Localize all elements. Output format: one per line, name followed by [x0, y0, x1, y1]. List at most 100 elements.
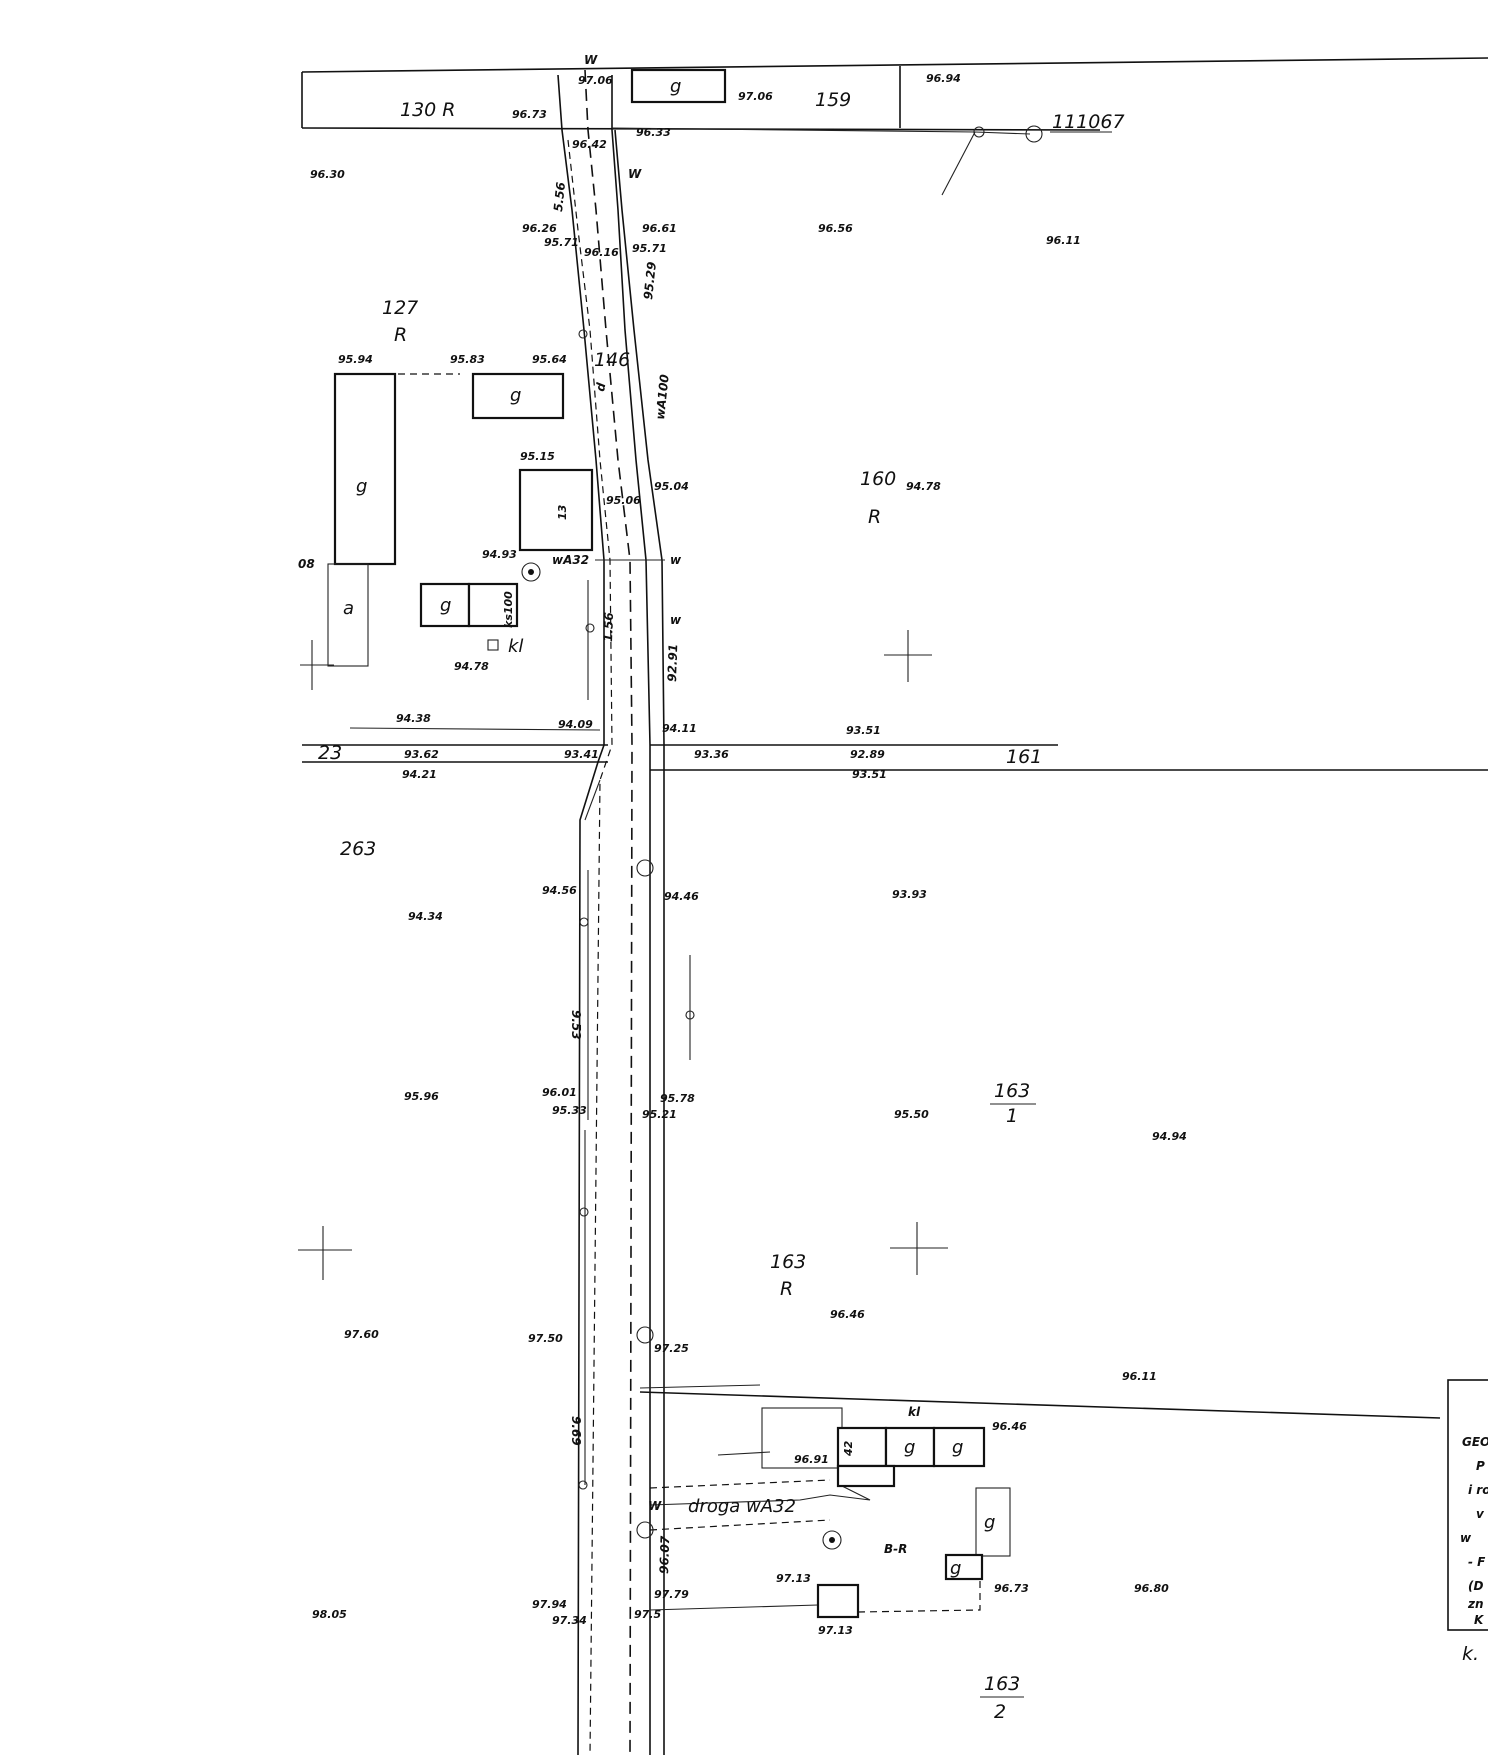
height-9351: 93.51: [846, 724, 881, 737]
parcel-boundaries: [301, 57, 1488, 1419]
parcel-08: 08: [298, 557, 315, 571]
legend-line-5: w: [1460, 1531, 1472, 1545]
legend-line-9: K: [1474, 1613, 1485, 1627]
height-9642: 96.42: [572, 138, 607, 151]
height-9694: 96.94: [926, 72, 961, 85]
label-g-tiny: g: [950, 1558, 961, 1579]
label-w-1: W: [628, 167, 642, 181]
label-ks100: ks100: [502, 591, 515, 628]
height-9611b: 96.11: [1122, 1370, 1157, 1383]
parcel-163-1-num: 163: [994, 1080, 1030, 1102]
height-9438: 94.38: [396, 712, 431, 725]
utility-labels: wA100 wA32 W W w w W d 5.56 95.29 92.91 …: [551, 53, 682, 1574]
building-g-mid: [471, 372, 565, 420]
height-9779: 97.79: [654, 1588, 689, 1601]
ref-111067: 111067: [1052, 111, 1125, 133]
label-g-mid: g: [510, 385, 521, 406]
well-icon: [822, 1530, 842, 1550]
height-9691: 96.91: [794, 1453, 829, 1466]
height-9661: 96.61: [642, 222, 677, 235]
height-975: 97.5: [634, 1608, 661, 1621]
height-9478a: 94.78: [906, 480, 941, 493]
building-g-large: [333, 372, 397, 566]
parcel-163-1-den: 1: [1006, 1105, 1018, 1127]
label-kl-top: kl: [508, 636, 523, 657]
label-b-r: B-R: [884, 1542, 907, 1556]
height-9564: 95.64: [532, 353, 567, 366]
building-a: [327, 563, 369, 667]
parcel-163: 163: [770, 1251, 806, 1273]
height-9633: 96.33: [636, 126, 671, 139]
label-g-bottom2: g: [952, 1437, 963, 1458]
height-9393: 93.93: [892, 888, 927, 901]
height-9289: 92.89: [850, 748, 885, 761]
building-ks100: [467, 582, 519, 628]
parcel-163-2-num: 163: [984, 1673, 1020, 1695]
height-9409: 94.09: [558, 718, 593, 731]
height-9515: 95.15: [520, 450, 555, 463]
height-9630: 96.30: [310, 168, 345, 181]
utility-lines: [349, 127, 1031, 1611]
building-labels: g g g g a kl ks100 13 g g 42 g g kl drog…: [343, 76, 995, 1579]
height-9750: 97.50: [528, 1332, 563, 1345]
parcel-159: 159: [815, 89, 851, 111]
label-len-9607: 96.07: [657, 1535, 672, 1574]
legend-sign: k.: [1462, 1643, 1479, 1665]
building-g-top: [630, 68, 727, 104]
height-9336: 93.36: [694, 748, 729, 761]
height-9706b: 97.06: [738, 90, 773, 103]
label-droga: droga wA32: [688, 1496, 796, 1517]
parcel-127: 127: [382, 297, 418, 319]
valve-icon: [973, 126, 985, 138]
parcel-130: 130 R: [400, 99, 456, 121]
hydrant-icon: [1025, 125, 1043, 143]
label-len-953: 9.53: [569, 1010, 583, 1040]
label-len-556: 5.56: [551, 181, 568, 212]
height-9571a: 95.71: [544, 236, 579, 249]
building-g-bottom2: [932, 1426, 986, 1468]
height-9805: 98.05: [312, 1608, 347, 1621]
height-9596: 95.96: [404, 1090, 439, 1103]
label-a: a: [343, 598, 354, 619]
height-9446: 94.46: [664, 890, 699, 903]
height-9494: 94.94: [1152, 1130, 1187, 1143]
legend-line-1: GEO: [1462, 1435, 1488, 1449]
height-9578: 95.78: [660, 1092, 695, 1105]
height-9646b: 96.46: [992, 1420, 1027, 1433]
height-9673b: 96.73: [994, 1582, 1029, 1595]
markers: [298, 125, 1043, 1550]
height-9583: 95.83: [450, 353, 485, 366]
label-len-9529: 95.29: [641, 261, 659, 300]
legend-line-6: - F: [1468, 1555, 1486, 1569]
height-9421: 94.21: [402, 768, 437, 781]
label-len-156: 1.56: [601, 612, 616, 642]
building-triangle: [836, 1464, 896, 1488]
height-9713b: 97.13: [818, 1624, 853, 1637]
label-g-top: g: [670, 76, 681, 97]
height-9616: 96.16: [584, 246, 619, 259]
label-w-2: w: [670, 553, 682, 567]
parcel-labels: 130 R 159 127 R 146 160 R 23 161 263 163…: [298, 89, 1125, 1723]
legend-line-4: v: [1476, 1507, 1485, 1521]
label-len-9291: 92.91: [665, 644, 680, 682]
label-wa100: wA100: [653, 374, 672, 421]
label-w-3: w: [670, 613, 682, 627]
building-bottom-small: [816, 1583, 860, 1619]
label-42: 42: [842, 1440, 855, 1457]
height-9713: 97.13: [776, 1572, 811, 1585]
legend-box: GEO P i ro v w - F (D zn K k.: [1447, 1379, 1488, 1665]
height-9493: 94.93: [482, 548, 517, 561]
height-9478b: 94.78: [454, 660, 489, 673]
parcel-23: 23: [318, 742, 342, 764]
height-9626: 96.26: [522, 222, 557, 235]
height-9533: 95.33: [552, 1104, 587, 1117]
building-13: [518, 468, 594, 552]
buildings: [327, 68, 1011, 1619]
label-g-small: g: [440, 595, 451, 616]
height-9550: 95.50: [894, 1108, 929, 1121]
parcel-263: 263: [340, 838, 376, 860]
well-icon: [521, 562, 541, 582]
height-9706a: 97.06: [578, 74, 613, 87]
height-9680: 96.80: [1134, 1582, 1169, 1595]
